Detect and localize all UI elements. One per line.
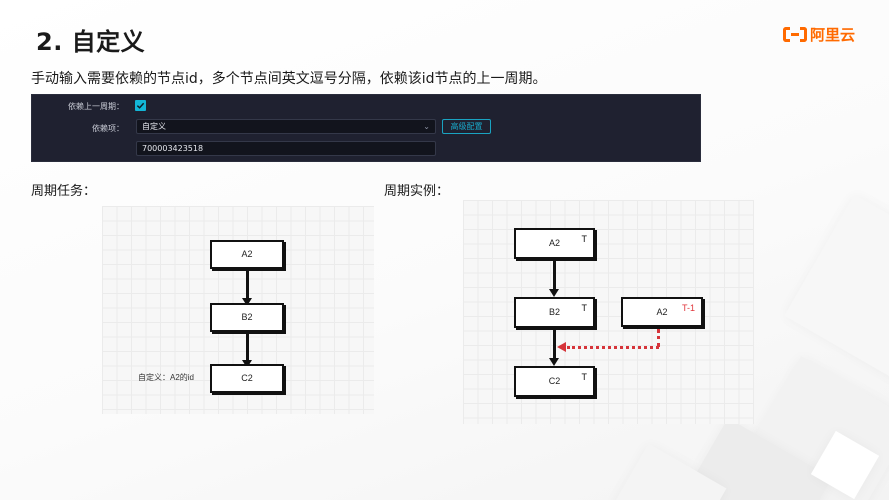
depend-prev-cycle-label: 依赖上一周期： [68,102,124,111]
custom-annotation: 自定义：A2的id [138,373,195,382]
aliyun-logo: 阿里云 [783,24,855,45]
node-label: A2 [241,249,253,259]
slide-title: 2. 自定义 [36,28,146,56]
node-cycle-tag: T-1 [681,303,695,313]
node-cycle-tag: T [581,372,588,382]
cycle-task-label: 周期任务： [31,184,97,199]
aliyun-logo-icon [783,27,807,42]
node-id-input[interactable]: 700003423518 [136,141,436,156]
arrow-b2-c2 [549,330,559,366]
node-c2-t: C2 T [514,366,595,397]
advanced-config-button[interactable]: 高级配置 [442,119,491,134]
depend-item-value: 自定义 [142,122,166,131]
node-label: C2 [241,373,253,383]
checkmark-icon [136,102,145,109]
node-label: C2 [548,376,561,386]
node-cycle-tag: T [581,303,588,313]
dependency-arrow-head-icon [557,342,566,352]
logo-text: 阿里云 [810,26,856,44]
cycle-instance-diagram: A2 T B2 T C2 T A2 T-1 [463,200,754,424]
node-label: A2 [548,238,560,248]
node-b2-t: B2 T [514,297,595,328]
depend-item-label: 依赖项： [92,124,124,133]
dependency-dotted-line [657,329,660,347]
depend-prev-cycle-checkbox[interactable] [135,100,146,111]
arrow-a2-b2 [549,261,559,297]
chevron-down-icon: ⌄ [423,122,430,131]
node-label: A2 [656,307,668,317]
dependency-dotted-line [567,346,659,349]
arrow-a2-b2 [242,271,252,306]
cycle-instance-label: 周期实例： [384,184,450,199]
node-label: B2 [241,312,253,322]
node-c2: C2 [210,364,284,393]
node-b2: B2 [210,303,284,332]
dependency-config-panel: 依赖上一周期： 依赖项： 自定义 ⌄ 高级配置 700003423518 [31,94,701,162]
node-a2: A2 [210,240,284,269]
node-label: B2 [548,307,560,317]
depend-item-select[interactable]: 自定义 ⌄ [136,119,436,134]
cycle-task-diagram: A2 B2 C2 自定义：A2的id [102,206,374,414]
arrow-b2-c2 [242,334,252,368]
node-a2-t-minus-1: A2 T-1 [621,297,703,327]
slide-description: 手动输入需要依赖的节点id，多个节点间英文逗号分隔，依赖该id节点的上一周期。 [31,71,547,87]
node-cycle-tag: T [581,234,588,244]
node-a2-t: A2 T [514,228,595,259]
